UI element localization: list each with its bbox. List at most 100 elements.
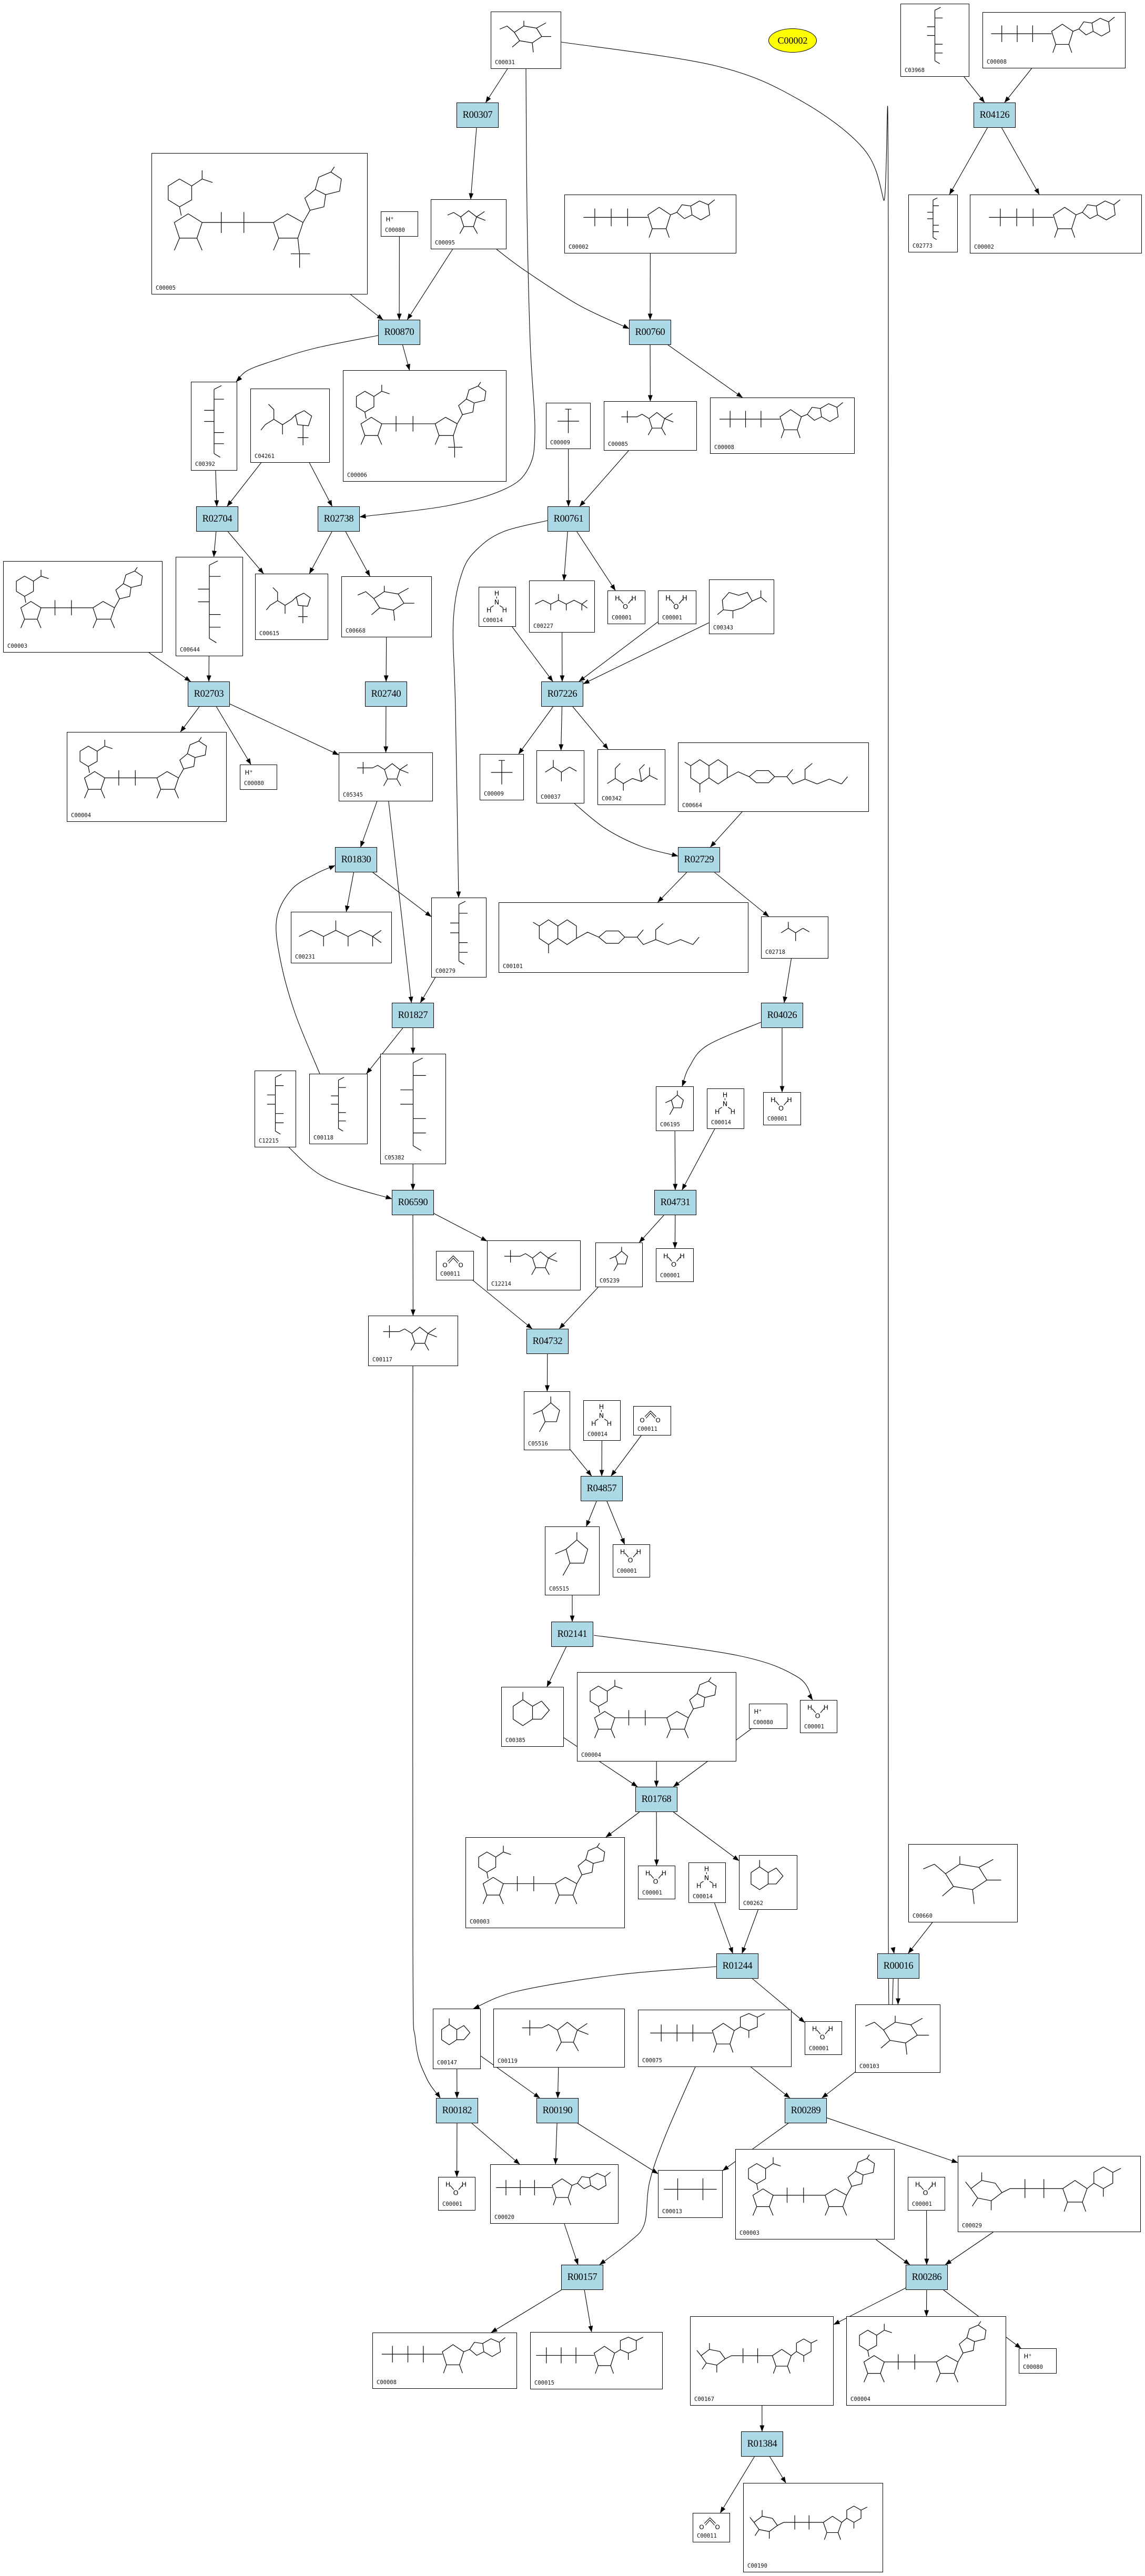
reaction-node[interactable]: R02740 — [365, 681, 407, 707]
reaction-node[interactable]: R04126 — [974, 103, 1016, 128]
compound-node[interactable]: C05239 — [595, 1243, 643, 1287]
compound-node[interactable]: C00095 — [431, 199, 506, 249]
reaction-node[interactable]: R04857 — [581, 1476, 623, 1501]
reaction-node[interactable]: R01384 — [741, 2431, 783, 2457]
reaction-node[interactable]: R02704 — [196, 506, 238, 532]
compound-node[interactable]: C05345 — [339, 752, 433, 801]
reaction-node[interactable]: R00157 — [561, 2265, 603, 2290]
compound-node[interactable]: C00002 — [970, 195, 1142, 253]
compound-node[interactable]: C00006 — [343, 370, 506, 482]
compound-node[interactable]: C00227 — [529, 581, 595, 633]
compound-node[interactable]: C00644 — [176, 557, 243, 656]
reaction-node[interactable]: R01827 — [392, 1003, 434, 1028]
compound-node[interactable]: C04261 — [250, 389, 330, 463]
reaction-node[interactable]: R06590 — [392, 1190, 434, 1215]
compound-node[interactable]: C00003 — [465, 1837, 625, 1928]
compound-node[interactable]: C00262 — [739, 1855, 797, 1910]
compound-node[interactable]: C00037 — [536, 750, 584, 803]
reaction-node[interactable]: R02738 — [318, 506, 360, 532]
reaction-node[interactable]: R04731 — [654, 1190, 696, 1215]
reaction-node[interactable]: R00870 — [378, 320, 420, 345]
compound-node[interactable]: C00101 — [499, 902, 748, 973]
reaction-node[interactable]: R00190 — [536, 2098, 579, 2123]
reaction-node[interactable]: R01244 — [716, 1953, 758, 1979]
compound-node[interactable]: C00008 — [982, 12, 1126, 68]
compound-node[interactable]: C00031 — [491, 12, 561, 69]
compound-node[interactable]: H⁺C00080 — [240, 765, 277, 790]
compound-node[interactable]: C00029 — [958, 2156, 1141, 2232]
compound-node[interactable]: C12215 — [255, 1071, 296, 1147]
compound-node[interactable]: C00147 — [433, 2009, 481, 2069]
reaction-node[interactable]: R00761 — [548, 506, 590, 532]
compound-node[interactable]: C00668 — [341, 576, 432, 637]
compound-node[interactable]: C00002 — [564, 195, 736, 253]
reaction-node[interactable]: R07226 — [541, 681, 583, 707]
compound-node[interactable]: C00664 — [678, 742, 869, 812]
reaction-node[interactable]: R04026 — [761, 1003, 803, 1028]
reaction-node[interactable]: R00286 — [906, 2265, 948, 2290]
compound-node[interactable]: C00119 — [493, 2009, 625, 2068]
reaction-node[interactable]: R00289 — [785, 2098, 827, 2123]
compound-node[interactable]: C00085 — [604, 401, 697, 451]
compound-node[interactable]: C00385 — [501, 1687, 564, 1747]
compound-node[interactable]: C00013 — [658, 2170, 723, 2218]
reaction-node[interactable]: R01830 — [335, 847, 377, 872]
compound-node[interactable]: C00118 — [309, 1074, 368, 1144]
highlight-compound-ellipse[interactable]: C00002 — [768, 28, 817, 53]
compound-node[interactable]: C02773 — [908, 195, 958, 252]
reaction-node[interactable]: R00307 — [457, 103, 499, 128]
compound-node[interactable]: C05515 — [545, 1526, 600, 1595]
compound-node[interactable]: C00003 — [3, 561, 163, 653]
compound-node[interactable]: C00075 — [638, 2010, 792, 2067]
compound-node[interactable]: C00167 — [690, 2316, 834, 2406]
compound-node[interactable]: C00343 — [709, 579, 774, 634]
compound-node[interactable]: C00009 — [546, 403, 591, 449]
reaction-node[interactable]: R00182 — [436, 2098, 478, 2123]
compound-node[interactable]: C00015 — [530, 2332, 663, 2389]
compound-node[interactable]: C00009 — [480, 754, 524, 800]
reaction-node[interactable]: R04732 — [526, 1329, 569, 1354]
compound-node[interactable]: C06195 — [656, 1086, 694, 1131]
compound-node[interactable]: C05516 — [524, 1391, 570, 1450]
reaction-node[interactable]: R02141 — [551, 1622, 593, 1647]
compound-node[interactable]: C00004 — [846, 2316, 1006, 2406]
compound-node[interactable]: H⁺C00080 — [1019, 2348, 1057, 2374]
compound-node[interactable]: C00003 — [735, 2149, 895, 2239]
compound-node[interactable]: C00117 — [368, 1316, 458, 1366]
compound-node[interactable]: H⁺C00080 — [749, 1704, 787, 1729]
compound-node[interactable]: C00231 — [291, 912, 392, 963]
compound-node[interactable]: C00004 — [577, 1672, 736, 1762]
reaction-node[interactable]: R00016 — [877, 1953, 919, 1979]
compound-node[interactable]: C00005 — [151, 153, 368, 294]
compound-node[interactable]: C00020 — [490, 2164, 619, 2224]
compound-node[interactable]: C02718 — [761, 917, 828, 959]
compound-node[interactable]: C00342 — [597, 749, 665, 805]
compound-node[interactable]: C00190 — [743, 2483, 883, 2572]
compound-node[interactable]: C00392 — [191, 382, 237, 471]
compound-node[interactable]: C00008 — [710, 398, 855, 454]
compound-node[interactable]: C00279 — [431, 898, 487, 978]
reaction-node[interactable]: R02703 — [188, 681, 230, 707]
compound-node[interactable]: C00004 — [67, 732, 227, 822]
reaction-node[interactable]: R01768 — [635, 1787, 677, 1812]
compound-node[interactable]: C05382 — [380, 1054, 446, 1164]
compound-node[interactable]: C12214 — [487, 1240, 581, 1290]
compound-node[interactable]: H⁺C00080 — [381, 211, 418, 237]
compound-node[interactable]: C03968 — [900, 4, 969, 77]
